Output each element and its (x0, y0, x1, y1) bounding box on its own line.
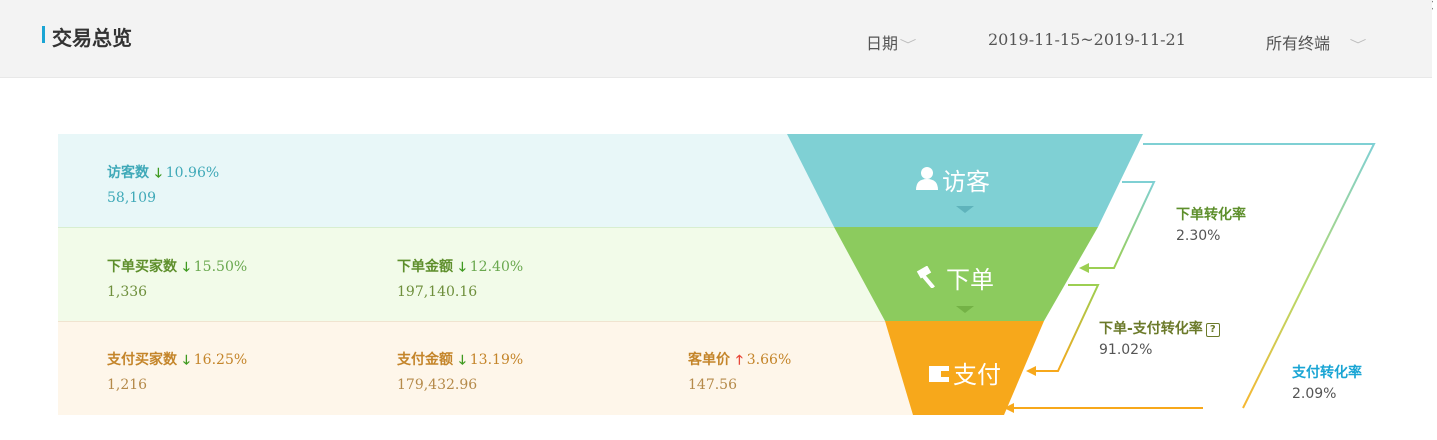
order-conversion-rate: 下单转化率 2.30% (1176, 204, 1246, 244)
conversion-funnel (787, 134, 1376, 415)
metric-order-amount: 下单金额 🡓12.40% 197,140.16 (397, 256, 523, 300)
page-title: 交易总览 (52, 26, 132, 50)
rate-label: 下单-支付转化率? (1099, 318, 1220, 338)
metric-change: 16.25% (193, 352, 248, 368)
funnel-stage-pay (885, 321, 1044, 415)
funnel-label-pay: 支付 (929, 355, 1001, 390)
arrow-left-icon (1004, 403, 1014, 413)
metric-unit-price: 客单价 🡑3.66% 147.56 (688, 349, 791, 393)
funnel-stage-label: 支付 (953, 361, 1001, 389)
caret-down-icon (956, 306, 974, 313)
metric-label: 下单买家数 (107, 259, 177, 275)
metric-change: 15.50% (193, 259, 248, 275)
metric-change: 12.40% (469, 259, 524, 275)
metric-order-buyers: 下单买家数 🡓15.50% 1,336 (107, 256, 247, 300)
order-band (58, 227, 918, 321)
chevron-down-icon: ﹀ (899, 38, 917, 52)
arrow-down-icon: 🡓 (459, 260, 466, 275)
terminal-filter-label: 所有终端 (1266, 34, 1331, 53)
payment-band (58, 321, 958, 415)
visitors-band (58, 134, 878, 227)
funnel-label-visitors: 访客 (916, 162, 990, 197)
metric-change: 3.66% (746, 352, 792, 368)
rate-value: 2.30% (1176, 228, 1221, 244)
date-filter-dropdown[interactable]: 日期﹀ (866, 30, 917, 54)
metric-value: 58,109 (107, 190, 156, 206)
overview-panel: 访客数🡓10.96% 58,109 下单买家数🡓15.50% 1,336 下单金… (0, 78, 1437, 440)
metric-value: 1,216 (107, 377, 148, 393)
order-rate-connector (1083, 181, 1156, 269)
funnel-label-order: 下单 (916, 260, 994, 295)
rate-value: 91.02% (1099, 342, 1153, 358)
funnel-stage-order (834, 227, 1098, 321)
metric-label: 支付金额 (397, 352, 453, 368)
metric-value: 197,140.16 (397, 284, 478, 300)
hammer-icon (916, 265, 942, 294)
arrow-left-icon (1079, 263, 1089, 273)
metric-label: 客单价 (688, 352, 730, 368)
metric-change: 13.19% (469, 352, 524, 368)
caret-down-icon (956, 206, 974, 213)
order-pay-rate-connector (1030, 284, 1100, 372)
metric-value: 147.56 (688, 377, 737, 393)
order-pay-conversion-rate: 下单-支付转化率? 91.02% (1099, 318, 1220, 358)
rate-value: 2.09% (1292, 386, 1337, 402)
metric-label: 下单金额 (397, 259, 453, 275)
wallet-icon (929, 361, 949, 389)
metric-label: 支付买家数 (107, 352, 177, 368)
title-accent-bar (42, 26, 45, 43)
arrow-down-icon: 🡓 (183, 353, 190, 368)
pay-conversion-rate: 支付转化率 2.09% (1292, 362, 1362, 402)
metric-value: 179,432.96 (397, 377, 478, 393)
metric-pay-buyers: 支付买家数 🡓16.25% 1,216 (107, 349, 247, 393)
header-bar: 交易总览 日期﹀ 2019-11-15~2019-11-21 所有终端﹀ (0, 0, 1432, 78)
metric-label: 访客数 (107, 165, 149, 181)
arrow-down-icon: 🡓 (155, 166, 162, 181)
arrow-down-icon: 🡓 (183, 260, 190, 275)
arrow-down-icon: 🡓 (459, 353, 466, 368)
pay-rate-connector (1143, 143, 1376, 409)
metric-value: 1,336 (107, 284, 148, 300)
arrow-left-icon (1026, 366, 1036, 376)
terminal-filter-dropdown[interactable]: 所有终端 ﹀ (1266, 30, 1367, 54)
rate-label-text: 下单-支付转化率 (1099, 321, 1203, 337)
rate-label: 支付转化率 (1292, 365, 1362, 381)
date-range-picker[interactable]: 2019-11-15~2019-11-21 (988, 30, 1186, 49)
funnel-stage-visitors (787, 134, 1143, 227)
metric-pay-amount: 支付金额 🡓13.19% 179,432.96 (397, 349, 523, 393)
user-icon (916, 166, 938, 196)
metric-visitors: 访客数 🡓10.96% 58,109 (107, 162, 219, 206)
funnel-stage-label: 访客 (942, 168, 990, 196)
arrow-up-icon: 🡑 (736, 353, 743, 368)
rate-label: 下单转化率 (1176, 207, 1246, 223)
chevron-down-icon: ﹀ (1349, 38, 1367, 52)
help-icon[interactable]: ? (1205, 323, 1220, 337)
date-filter-label: 日期 (866, 34, 899, 53)
funnel-stage-label: 下单 (946, 266, 994, 294)
metric-change: 10.96% (165, 165, 220, 181)
